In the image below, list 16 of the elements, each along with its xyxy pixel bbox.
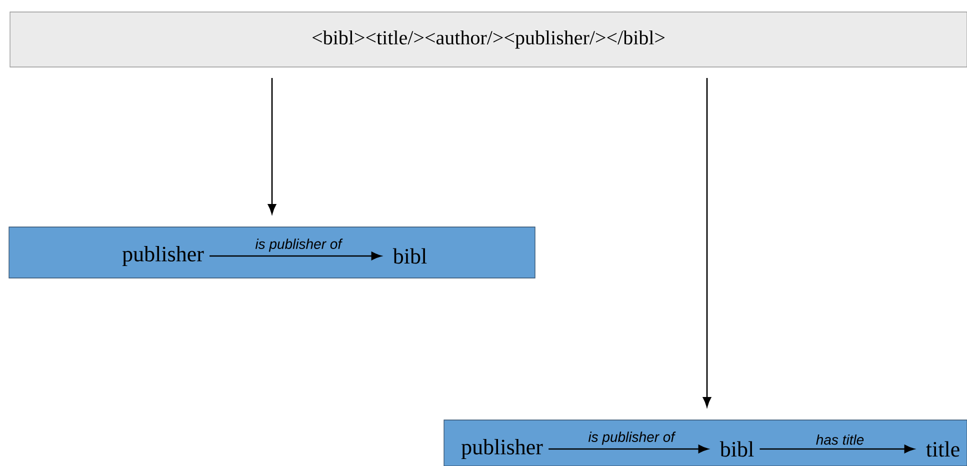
arrow: [760, 444, 914, 454]
edge-label: is publisher of: [588, 432, 676, 445]
header-box: <bibl><title/><author/><publisher/></bibl>: [10, 12, 967, 68]
arrow: [702, 78, 712, 407]
term-label: bibl: [720, 441, 754, 457]
arrow: [548, 444, 708, 454]
edge-label: is publisher of: [255, 238, 343, 252]
term-label: bibl: [392, 248, 427, 264]
edge-label: has title: [816, 434, 864, 445]
arrow: [268, 78, 276, 214]
term-label: publisher: [122, 246, 204, 266]
arrow: [210, 252, 382, 260]
term-label: publisher: [461, 439, 543, 459]
band-box: [444, 420, 967, 466]
term-label: title: [926, 441, 960, 457]
band-box: [8, 226, 536, 278]
